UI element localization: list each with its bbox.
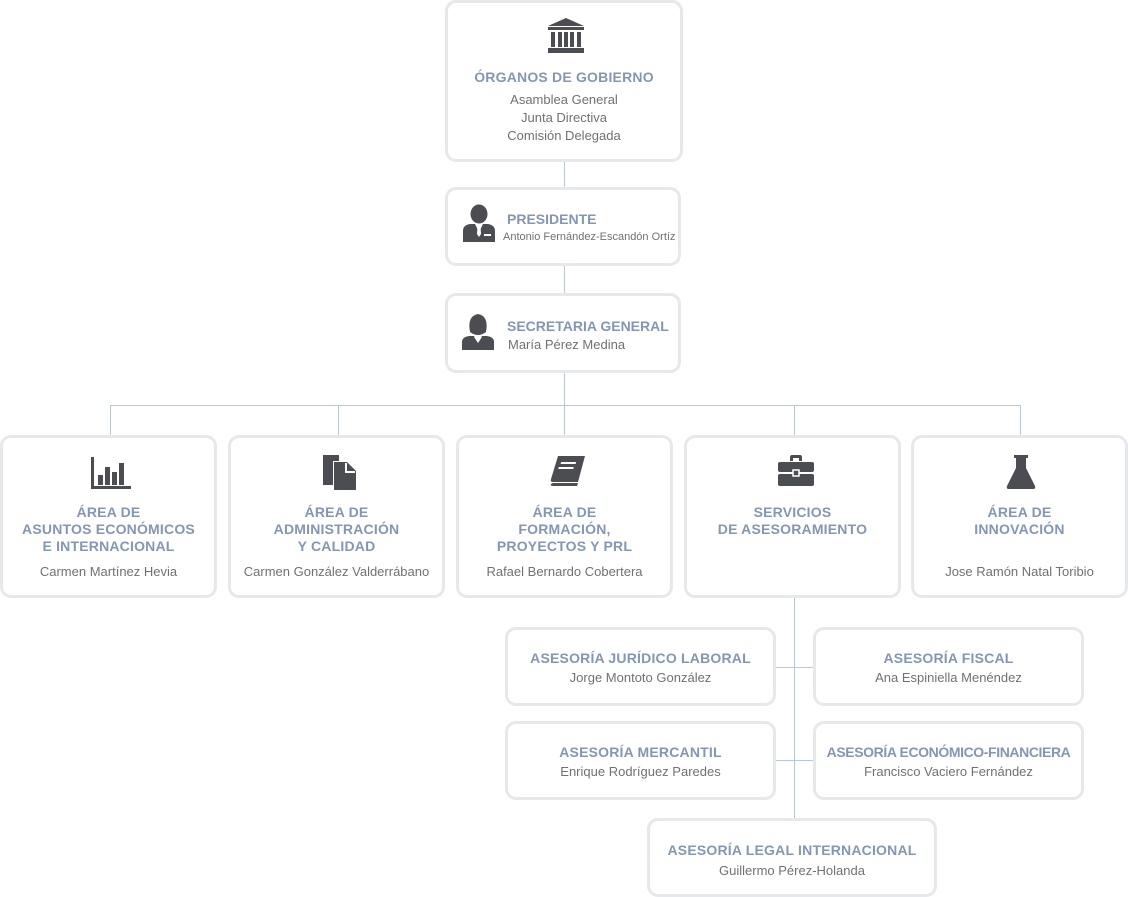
area-5-title-line-1: ÁREA DE: [987, 504, 1052, 520]
area-2-name: Carmen González Valderrábano: [243, 564, 430, 579]
area-3-title-line-3: PROYECTOS Y PRL: [496, 538, 633, 554]
connector-areas-horizontal: [110, 405, 1021, 406]
asesoria-economico-financiera-box: ASESORÍA ECONÓMICO-FINANCIERA Francisco …: [813, 721, 1084, 800]
area-1-title-line-1: ÁREA DE: [76, 504, 141, 520]
area-2-title-line-2: ADMINISTRACIÓN: [273, 521, 400, 537]
area-3-title-line-2: FORMACIÓN,: [518, 521, 611, 537]
asesoria-2-title: ASESORÍA FISCAL: [883, 650, 1014, 666]
connector-area-4: [794, 405, 795, 437]
area-1-title-line-2: ASUNTOS ECONÓMICOS: [22, 521, 195, 537]
connector-area-2: [338, 405, 339, 437]
asesoria-1-title: ASESORÍA JURÍDICO LABORAL: [530, 650, 751, 666]
connector-secretaria-areas: [564, 371, 565, 437]
connector-asesorias-row2: [774, 760, 816, 761]
secretaria-box: SECRETARIA GENERAL María Pérez Medina: [445, 293, 681, 373]
presidente-title: PRESIDENTE: [507, 211, 597, 227]
bar-chart-icon: [91, 455, 131, 489]
asesoria-2-name: Ana Espiniella Menéndez: [875, 670, 1022, 685]
asesoria-fiscal-box: ASESORÍA FISCAL Ana Espiniella Menéndez: [813, 627, 1084, 706]
area-2-title-line-1: ÁREA DE: [304, 504, 369, 520]
organos-gobierno-box: ÓRGANOS DE GOBIERNO Asamblea General Jun…: [445, 0, 683, 162]
area-4-title-line-2: DE ASESORAMIENTO: [717, 521, 868, 537]
area-1-title-line-3: E INTERNACIONAL: [42, 538, 175, 554]
organos-line-1: Asamblea General: [510, 92, 618, 107]
area-asuntos-economicos-box: ÁREA DE ASUNTOS ECONÓMICOS E INTERNACION…: [0, 435, 217, 598]
flask-icon: [1006, 455, 1036, 489]
area-innovacion-box: ÁREA DE INNOVACIÓN Jose Ramón Natal Tori…: [911, 435, 1128, 598]
asesoria-5-name: Guillermo Pérez-Holanda: [719, 863, 865, 878]
area-5-name: Jose Ramón Natal Toribio: [945, 564, 1094, 579]
connector-servicios-trunk: [794, 596, 795, 821]
secretaria-title: SECRETARIA GENERAL: [507, 318, 669, 334]
asesoria-4-title: ASESORÍA ECONÓMICO-FINANCIERA: [826, 744, 1071, 760]
secretaria-name: María Pérez Medina: [508, 337, 626, 352]
asesoria-juridico-laboral-box: ASESORÍA JURÍDICO LABORAL Jorge Montoto …: [505, 627, 776, 706]
connector-area-5: [1020, 405, 1021, 437]
area-1-name: Carmen Martínez Hevia: [39, 564, 178, 579]
area-2-title-line-3: Y CALIDAD: [297, 538, 376, 554]
area-5-title-line-2: INNOVACIÓN: [974, 521, 1065, 537]
connector-presidente-secretaria: [564, 264, 565, 295]
area-3-name: Rafael Bernardo Cobertera: [486, 564, 643, 579]
asesoria-3-title: ASESORÍA MERCANTIL: [559, 744, 722, 760]
connector-area-1: [110, 405, 111, 437]
bank-building-icon: [547, 18, 585, 54]
organos-gobierno-title: ÓRGANOS DE GOBIERNO: [474, 69, 654, 85]
area-4-title-line-1: SERVICIOS: [753, 504, 832, 520]
presidente-name: Antonio Fernández-Escandón Ortíz: [503, 231, 676, 243]
servicios-asesoramiento-box: SERVICIOS DE ASESORAMIENTO: [684, 435, 901, 598]
asesoria-mercantil-box: ASESORÍA MERCANTIL Enrique Rodríguez Par…: [505, 721, 776, 800]
documents-icon: [322, 453, 358, 491]
asesoria-5-title: ASESORÍA LEGAL INTERNACIONAL: [667, 842, 917, 858]
area-administracion-box: ÁREA DE ADMINISTRACIÓN Y CALIDAD Carmen …: [228, 435, 445, 598]
organos-line-2: Junta Directiva: [521, 110, 607, 125]
connector-gobierno-presidente: [564, 160, 565, 189]
book-icon: [550, 455, 586, 489]
asesoria-legal-internacional-box: ASESORÍA LEGAL INTERNACIONAL Guillermo P…: [647, 818, 937, 897]
businessman-icon: [461, 204, 497, 242]
asesoria-1-name: Jorge Montoto González: [569, 670, 712, 685]
area-formacion-box: ÁREA DE FORMACIÓN, PROYECTOS Y PRL Rafae…: [456, 435, 673, 598]
presidente-box: PRESIDENTE Antonio Fernández-Escandón Or…: [445, 187, 681, 266]
connector-asesorias-row1: [774, 667, 816, 668]
briefcase-icon: [778, 455, 814, 487]
organos-line-3: Comisión Delegada: [507, 128, 621, 143]
asesoria-3-name: Enrique Rodríguez Paredes: [560, 764, 721, 779]
businesswoman-icon: [461, 312, 495, 350]
asesoria-4-name: Francisco Vaciero Fernández: [864, 764, 1033, 779]
area-3-title-line-1: ÁREA DE: [532, 504, 597, 520]
